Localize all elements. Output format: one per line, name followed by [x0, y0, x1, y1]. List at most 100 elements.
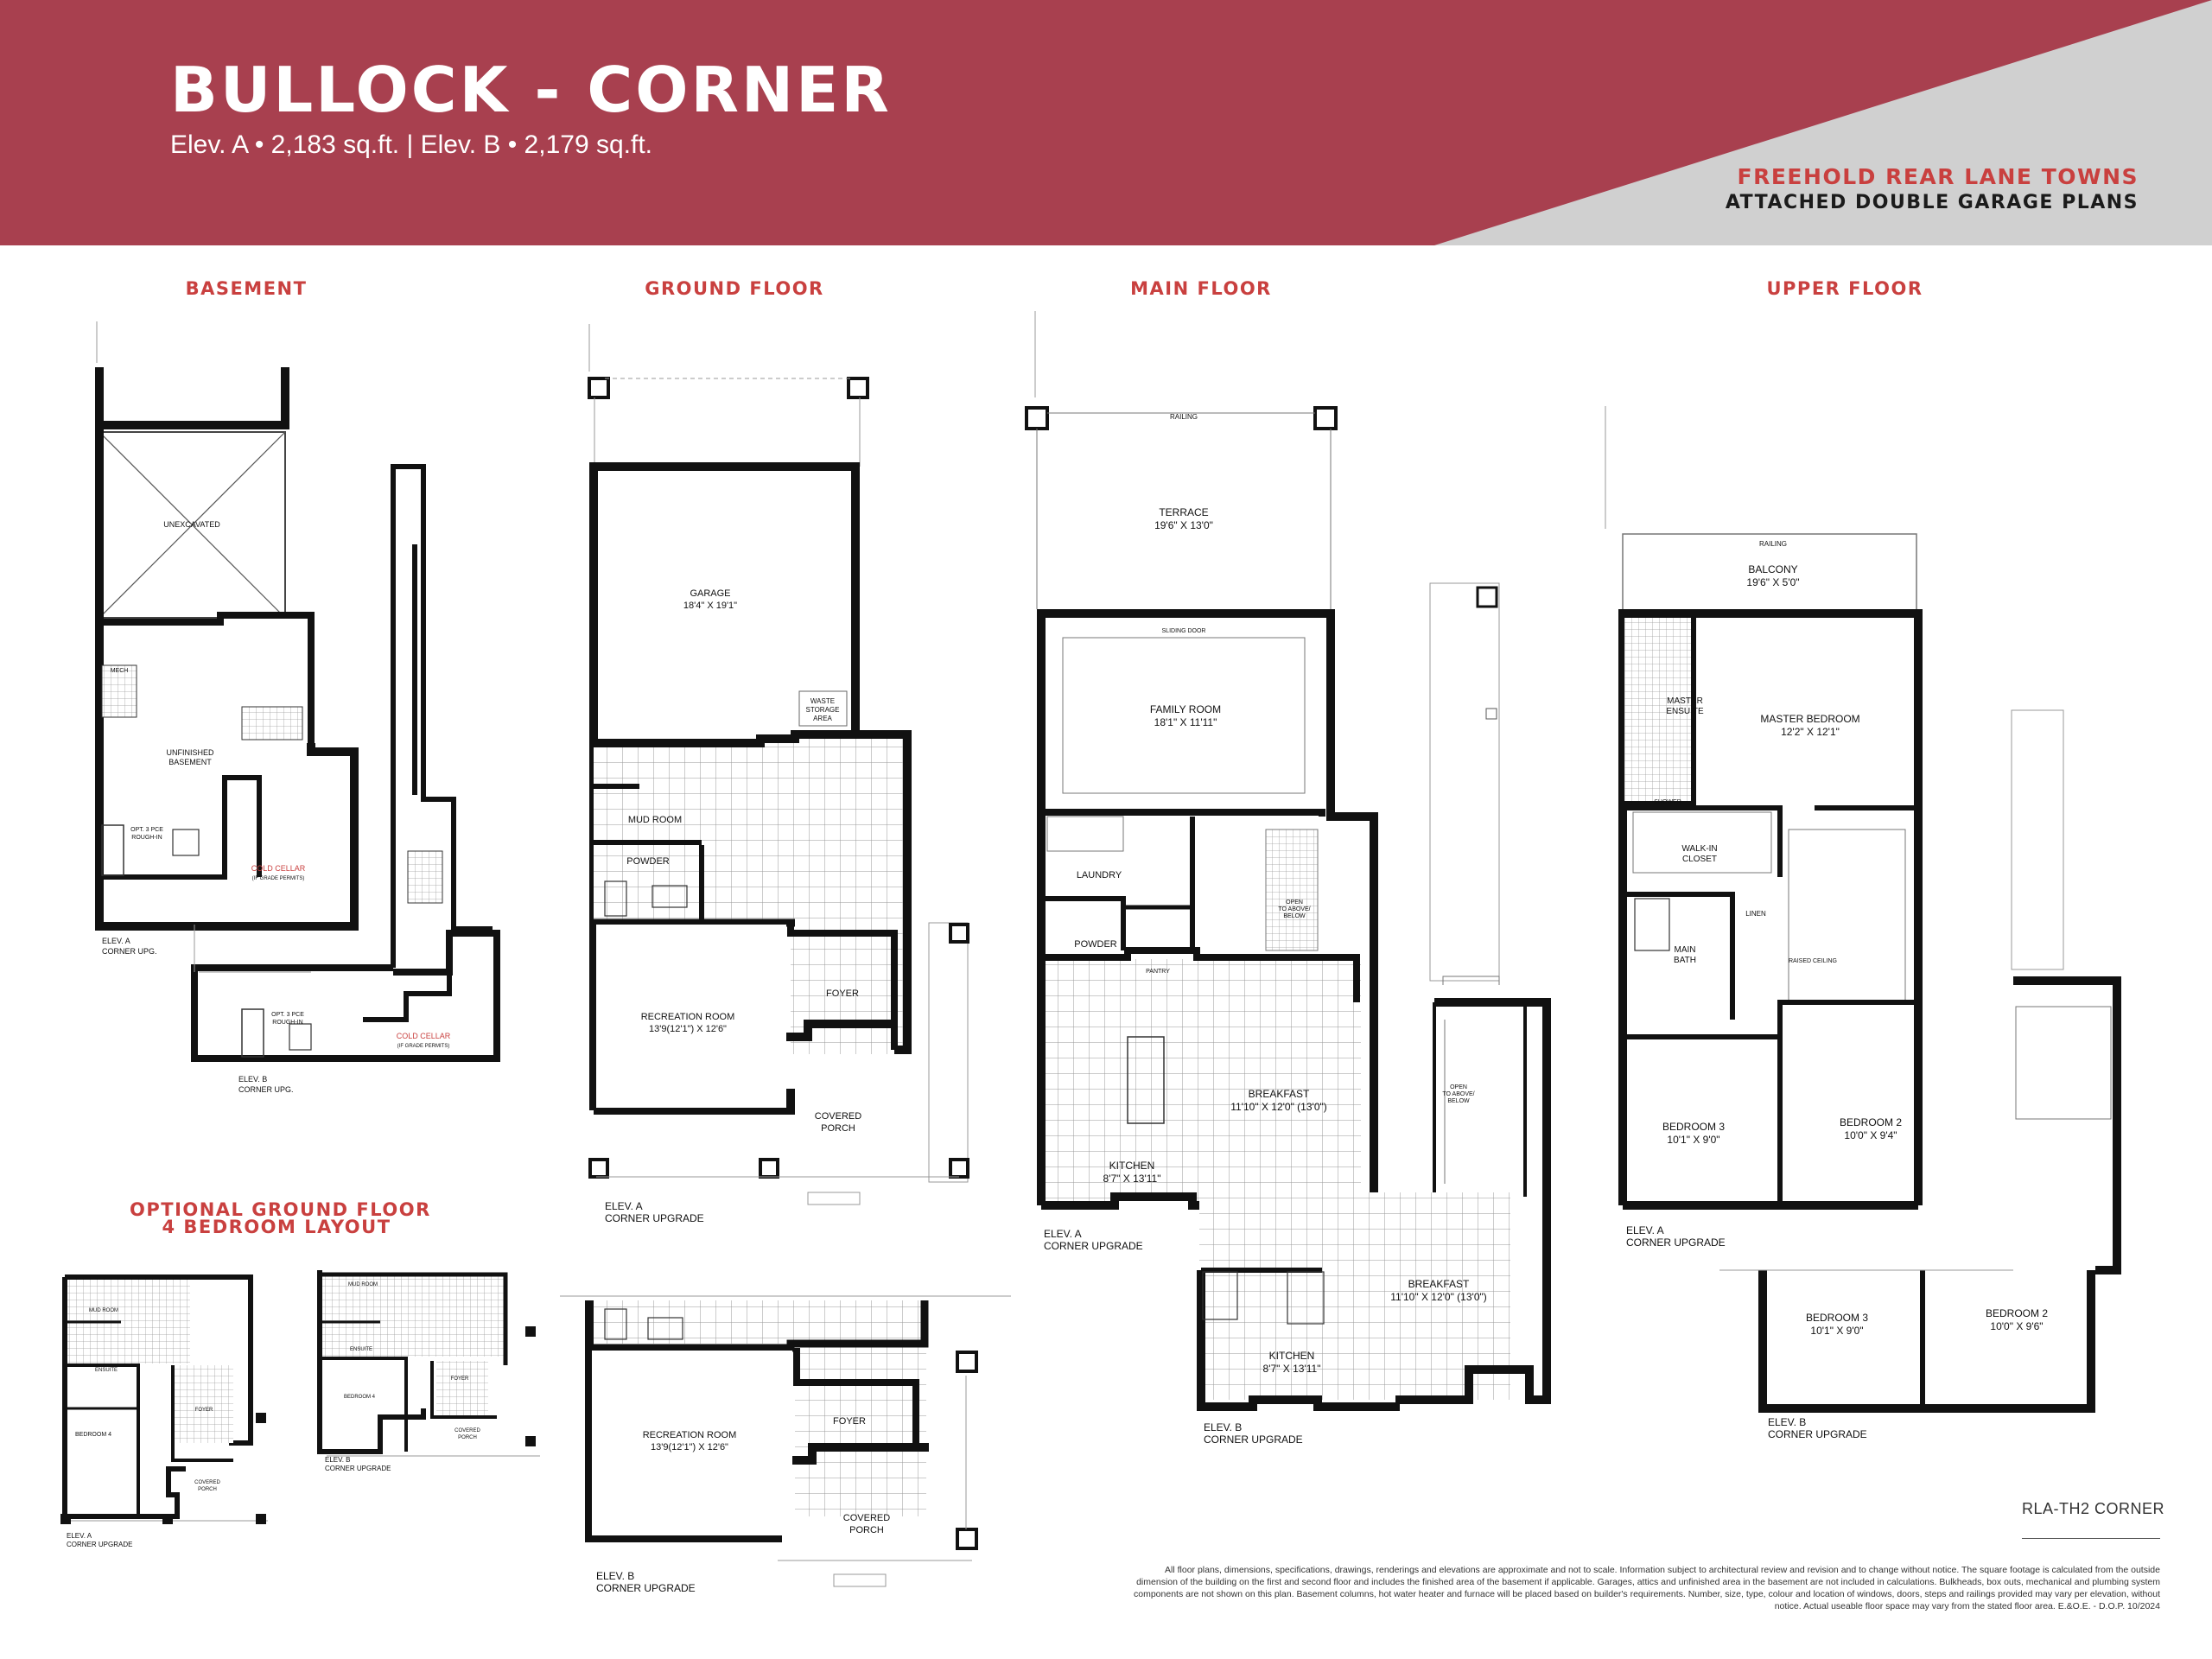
main-elev-b: ELEV. B — [1204, 1421, 1242, 1433]
ground-elev-a-sub: CORNER UPGRADE — [605, 1212, 704, 1224]
plan-code: RLA-TH2 CORNER — [2022, 1500, 2165, 1517]
upper-walk-in-label-2: CLOSET — [1682, 855, 1717, 864]
opt-elev-b: ELEV. B — [325, 1456, 351, 1464]
ground-rec-room-label: RECREATION ROOM — [641, 1012, 735, 1022]
optional-4-bedroom-elev-a: BEDROOM 4 MUD ROOM ENSUITE FOYER COVERED… — [60, 1274, 268, 1548]
ground-waste-label-3: AREA — [813, 715, 832, 722]
upper-bedroom2-label: BEDROOM 2 — [1840, 1116, 1902, 1128]
basement-rough-in-a-2: ROUGH-IN — [131, 835, 162, 841]
tagline-secondary: ATTACHED DOUBLE GARAGE PLANS — [1725, 192, 2139, 213]
ground-b-rec-room-dim: 13'9(12'1") X 12'6" — [651, 1442, 728, 1452]
ground-b-covered-porch-2: PORCH — [849, 1525, 884, 1535]
plan-code-underline — [2022, 1538, 2160, 1539]
ground-covered-porch-label-2: PORCH — [821, 1123, 855, 1134]
upper-linen-label: LINEN — [1745, 910, 1766, 918]
ground-waste-label-2: STORAGE — [806, 706, 840, 714]
main-railing-label: RAILING — [1170, 413, 1198, 421]
main-b-breakfast-label: BREAKFAST — [1408, 1278, 1470, 1290]
basement-elev-b-sub: CORNER UPG. — [238, 1085, 294, 1094]
main-powder-label: POWDER — [1074, 939, 1117, 950]
basement-mech-label: MECH — [111, 668, 129, 674]
upper-b-bedroom3-dim: 10'1" X 9'0" — [1810, 1325, 1863, 1337]
section-title-optional-1: OPTIONAL GROUND FLOOR — [130, 1199, 431, 1220]
page-title: BULLOCK - CORNER — [170, 54, 892, 126]
ground-foyer-label: FOYER — [826, 988, 859, 999]
opt-elev-b-sub: CORNER UPGRADE — [325, 1465, 391, 1472]
upper-elev-b-sub: CORNER UPGRADE — [1768, 1428, 1867, 1440]
upper-railing-label: RAILING — [1759, 540, 1787, 548]
opt-a-bedroom4-label: BEDROOM 4 — [75, 1432, 111, 1438]
main-breakfast-dim: 11'10" X 12'0" (13'0") — [1230, 1101, 1327, 1113]
main-b-kitchen-label: KITCHEN — [1269, 1350, 1315, 1362]
upper-bedroom3-dim: 10'1" X 9'0" — [1667, 1134, 1719, 1146]
upper-balcony-label: BALCONY — [1748, 563, 1797, 575]
opt-elev-a: ELEV. A — [67, 1532, 92, 1540]
upper-main-bath: MAIN — [1675, 945, 1696, 955]
basement-rough-in-b: OPT. 3 PCE — [271, 1012, 304, 1018]
page-subtitle: Elev. A • 2,183 sq.ft. | Elev. B • 2,179… — [170, 130, 652, 159]
opt-a-mud-room-label: MUD ROOM — [89, 1308, 118, 1313]
main-kitchen-dim: 8'7" X 13'11" — [1103, 1173, 1161, 1185]
main-floor-elev-b-plan: BREAKFAST 11'10" X 12'0" (13'0") KITCHEN… — [1197, 582, 1551, 1446]
basement-unexcavated-label: UNEXCAVATED — [163, 520, 220, 529]
section-title-main: MAIN FLOOR — [1130, 278, 1272, 299]
main-open-below-2: TO ABOVE/ — [1278, 906, 1310, 912]
section-title-basement: BASEMENT — [185, 278, 308, 299]
basement-rough-in-a: OPT. 3 PCE — [130, 827, 163, 833]
main-elev-a-sub: CORNER UPGRADE — [1044, 1240, 1143, 1252]
main-pantry-label: PANTRY — [1146, 969, 1170, 975]
disclaimer-text: All floor plans, dimensions, specificati… — [1134, 1565, 2160, 1611]
main-elev-b-sub: CORNER UPGRADE — [1204, 1433, 1303, 1446]
basement-cold-cellar-note-a: (IF GRADE PERMITS) — [252, 876, 305, 881]
upper-floor-elev-b-plan: BEDROOM 3 10'1" X 9'0" BEDROOM 2 10'0" X… — [1719, 709, 2121, 1440]
upper-raised-ceiling: RAISED CEILING — [1789, 958, 1837, 964]
main-b-open-below-2: TO ABOVE/ — [1442, 1091, 1474, 1097]
upper-shower-label: SHOWER — [1654, 799, 1681, 805]
opt-b-bedroom4-label: BEDROOM 4 — [344, 1395, 376, 1400]
section-title-optional-2: 4 BEDROOM LAYOUT — [162, 1217, 391, 1237]
upper-floor-plan: RAILING BALCONY 19'6" X 5'0" MASTER BEDR… — [1605, 406, 1923, 1249]
banner-graphic — [0, 0, 2212, 245]
main-floor-plan: RAILING TERRACE 19'6" X 13'0" SLIDING DO… — [1025, 311, 1378, 1252]
ground-garage-label: GARAGE — [690, 588, 730, 599]
basement-elev-a-sub: CORNER UPG. — [102, 947, 157, 956]
header-banner: BULLOCK - CORNER Elev. A • 2,183 sq.ft. … — [0, 0, 2212, 245]
ground-powder-label: POWDER — [626, 856, 670, 867]
upper-b-bedroom2-label: BEDROOM 2 — [1986, 1307, 2048, 1319]
ground-rec-room-dim: 13'9(12'1") X 12'6" — [649, 1024, 727, 1034]
main-open-below-3: BELOW — [1283, 913, 1306, 919]
ground-garage-dim: 18'4" X 19'1" — [683, 601, 737, 611]
ground-floor-elev-b-plan: RECREATION ROOM 13'9(12'1") X 12'6" FOYE… — [560, 1295, 1011, 1594]
upper-b-bedroom2-dim: 10'0" X 9'6" — [1990, 1320, 2043, 1332]
main-b-kitchen-dim: 8'7" X 13'11" — [1263, 1363, 1321, 1375]
main-b-open-below: OPEN — [1450, 1084, 1467, 1090]
basement-elev-a: ELEV. A — [102, 937, 130, 945]
section-title-upper: UPPER FLOOR — [1766, 278, 1923, 299]
ground-b-covered-porch: COVERED — [843, 1513, 890, 1523]
ground-b-foyer-label: FOYER — [833, 1416, 866, 1427]
tagline-primary: FREEHOLD REAR LANE TOWNS — [1737, 164, 2139, 189]
main-terrace-dim: 19'6" X 13'0" — [1154, 519, 1213, 531]
opt-b-covered-porch: COVERED — [454, 1428, 480, 1433]
basement-unfinished-label-2: BASEMENT — [168, 758, 212, 766]
ground-floor-plan: GARAGE 18'4" X 19'1" WASTE STORAGE AREA … — [588, 324, 969, 1224]
ground-waste-label: WASTE — [810, 697, 835, 705]
upper-elev-b: ELEV. B — [1768, 1416, 1806, 1428]
ground-b-rec-room-label: RECREATION ROOM — [643, 1430, 737, 1440]
basement-unfinished-label: UNFINISHED — [166, 748, 214, 757]
main-terrace-label: TERRACE — [1159, 506, 1208, 518]
main-family-room-dim: 18'1" X 11'11" — [1154, 716, 1217, 728]
optional-4-bedroom-elev-b: BEDROOM 4 MUD ROOM ENSUITE FOYER COVERED… — [317, 1270, 540, 1472]
upper-master-ensuite-2: ENSUITE — [1666, 707, 1704, 716]
ground-elev-b: ELEV. B — [596, 1570, 634, 1582]
upper-elev-a-sub: CORNER UPGRADE — [1626, 1236, 1726, 1249]
main-b-open-below-3: BELOW — [1447, 1098, 1470, 1104]
basement-plan: UNEXCAVATED UNFINISHED BASEMENT MECH COL… — [95, 321, 500, 1094]
ground-elev-b-sub: CORNER UPGRADE — [596, 1582, 696, 1594]
main-family-room-label: FAMILY ROOM — [1150, 703, 1221, 715]
upper-main-bath-2: BATH — [1674, 956, 1696, 965]
main-kitchen-label: KITCHEN — [1109, 1160, 1155, 1172]
opt-elev-a-sub: CORNER UPGRADE — [67, 1541, 132, 1548]
upper-master-bedroom-dim: 12'2" X 12'1" — [1781, 726, 1840, 738]
